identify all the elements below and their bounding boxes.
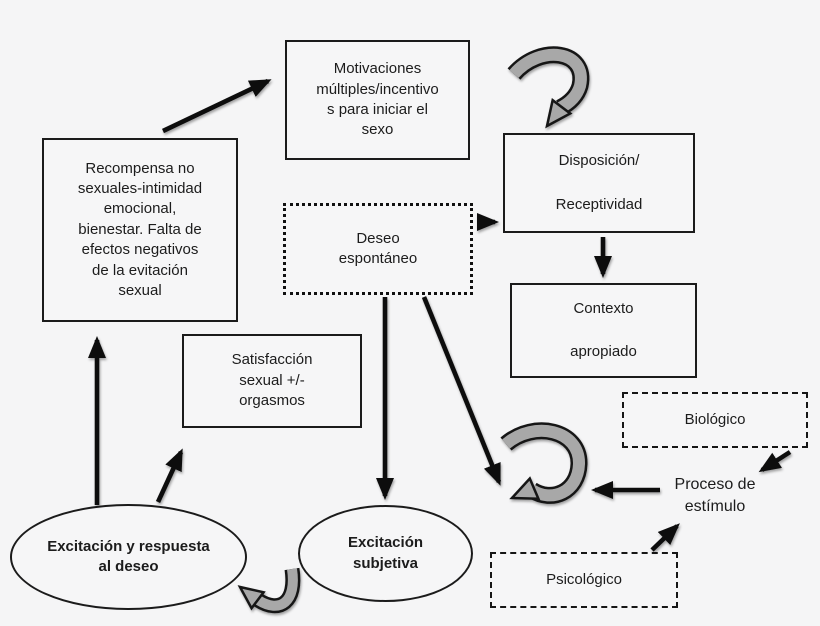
node-recompensa-line: bienestar. Falta de — [78, 220, 202, 238]
node-excitacion-respuesta-line: Excitación y respuesta — [47, 537, 210, 555]
arrow-deseo-to-arousal-loop — [421, 296, 502, 486]
node-recompensa-line: Recompensa no — [85, 159, 195, 177]
node-motivaciones-line: sexo — [361, 121, 394, 139]
arrow-biologico-to-proceso — [758, 450, 792, 473]
node-disposicion-line: Receptividad — [555, 195, 643, 213]
node-proceso-line: estímulo — [684, 498, 746, 515]
node-psicologico: Psicológico — [490, 552, 678, 608]
node-contexto-line: Contexto — [573, 299, 634, 317]
node-satisfaccion-line: orgasmos — [239, 392, 305, 410]
node-deseo-line: espontáneo — [338, 250, 418, 267]
node-deseo-espontaneo: Deseo espontáneo — [283, 203, 473, 295]
arrow-excitacion-to-satisfaccion — [155, 448, 184, 503]
node-disposicion-line: Disposición/ — [558, 152, 640, 170]
node-psicologico-line: Psicológico — [546, 570, 622, 588]
node-recompensa-line: sexual — [118, 281, 162, 299]
node-deseo-line: Deseo — [356, 229, 400, 247]
node-recompensa-line: efectos negativos — [81, 241, 199, 259]
node-disposicion: Disposición/ Receptividad — [503, 133, 695, 233]
curved-arrow-subjetiva-to-respuesta — [237, 567, 301, 614]
node-biologico: Biológico — [622, 392, 808, 448]
node-recompensa-line: de la evitación — [92, 261, 188, 279]
node-excitacion-subjetiva-line: Excitación — [347, 534, 424, 552]
node-satisfaccion-line: sexual +/- — [239, 371, 305, 389]
node-proceso-line: Proceso de — [674, 476, 756, 494]
curved-arrow-arousal-loop — [500, 422, 588, 504]
node-excitacion-subjetiva: Excitación subjetiva — [298, 505, 473, 602]
curved-arrow-into-disposicion — [507, 46, 590, 129]
node-motivaciones-line: Motivaciones — [333, 60, 422, 78]
node-excitacion-subjetiva-line: subjetiva — [352, 554, 419, 572]
arrow-psicologico-to-proceso — [650, 523, 680, 552]
node-excitacion-respuesta-line: al deseo — [98, 558, 159, 575]
node-satisfaccion-line: Satisfacción — [231, 351, 313, 369]
arrow-recompensa-to-motivaciones — [162, 78, 272, 134]
node-recompensa: Recompensa no sexuales-intimidad emocion… — [42, 138, 238, 322]
node-satisfaccion: Satisfacción sexual +/- orgasmos — [182, 334, 362, 428]
node-contexto: Contexto apropiado — [510, 283, 697, 378]
node-excitacion-respuesta: Excitación y respuesta al deseo — [10, 504, 247, 610]
node-motivaciones-line: s para iniciar el — [327, 101, 428, 118]
node-proceso-estimulo: Proceso de estímulo — [653, 472, 777, 520]
node-biologico-line: Biológico — [684, 410, 746, 428]
node-recompensa-line: sexuales-intimidad — [77, 180, 203, 198]
node-contexto-line: apropiado — [570, 343, 637, 360]
node-motivaciones: Motivaciones múltiples/incentivo s para … — [285, 40, 470, 160]
node-motivaciones-line: múltiples/incentivo — [316, 80, 439, 98]
node-recompensa-line: emocional, — [103, 200, 177, 218]
